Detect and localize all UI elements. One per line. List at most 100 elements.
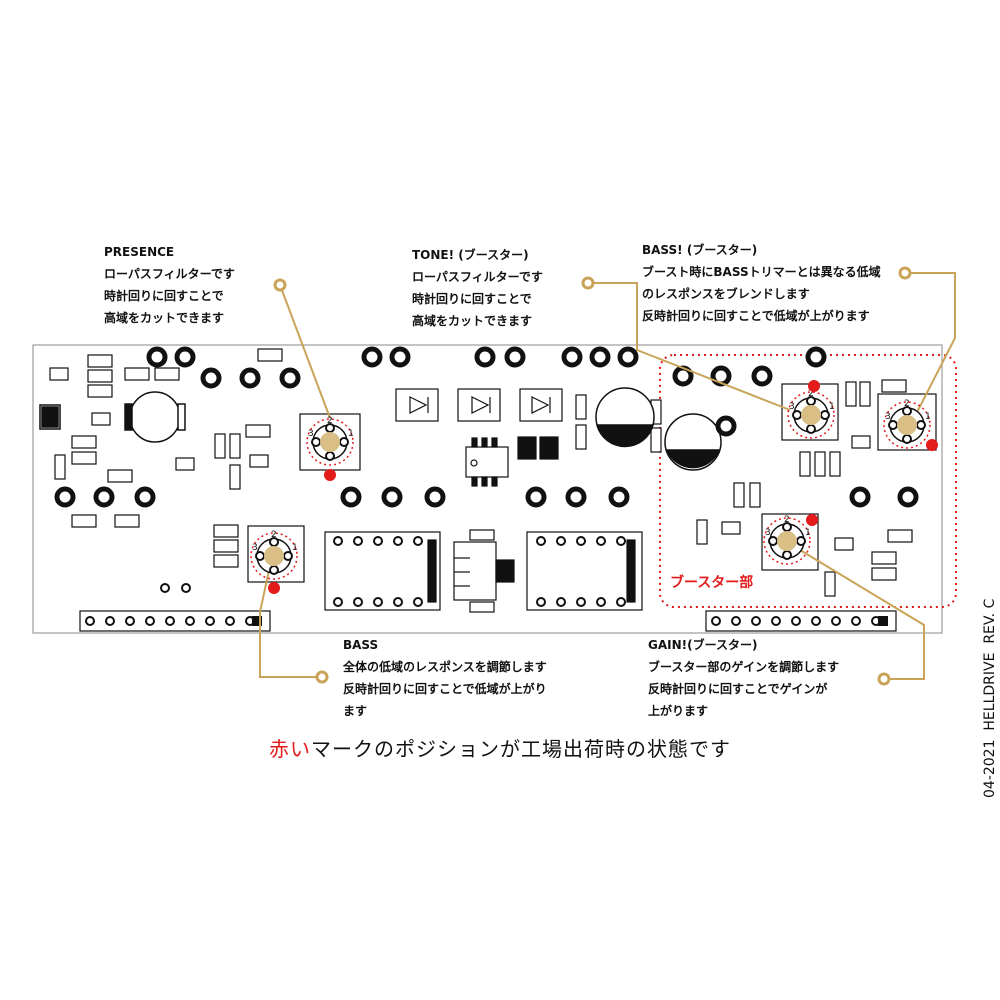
relay-pin (596, 597, 606, 607)
bass-annotation: BASS 全体の低域のレスポンスを調節します 反時計回りに回すことで低域が上がり… (343, 634, 547, 722)
header-pin-square (878, 616, 888, 626)
gain-line-2: 反時計回りに回すことでゲインが (648, 682, 828, 696)
header-pin (811, 616, 821, 626)
bass-line-1: 全体の低域のレスポンスを調節します (343, 660, 547, 674)
relay-pin (576, 597, 586, 607)
header-pin (751, 616, 761, 626)
electrolytic-capacitors (39, 387, 722, 471)
through-hole-pads (54, 346, 919, 626)
bass-booster-annotation: BASS! (ブースター) ブースト時にBASSトリマーとは異なる低域 のレスポ… (642, 239, 881, 327)
through-hole-pad (474, 346, 496, 368)
gain-trimmer-wiper (777, 531, 797, 551)
presence-annotation: PRESENCE ローパスフィルターです 時計回りに回すことで 高域をカットでき… (104, 241, 235, 329)
header-pin (831, 616, 841, 626)
presence-leader (279, 284, 331, 419)
presence-trimmer-range (306, 418, 354, 466)
relay-pin (536, 597, 546, 607)
through-hole-pad (93, 486, 115, 508)
diodes (395, 388, 563, 422)
bass-trimmer-wiper (264, 546, 284, 566)
booster-bass-blend-trimmer-range (883, 401, 931, 449)
factory-position-note: 赤いマークのポジションが工場出荷時の状態です (0, 733, 1000, 762)
trimmer-number: 3 (885, 412, 891, 422)
trimmer-number: 2 (904, 399, 910, 409)
through-hole-pad (200, 367, 222, 389)
through-hole-pad (715, 415, 737, 437)
header-pin (85, 616, 95, 626)
relay-pin (616, 597, 626, 607)
header-pin (225, 616, 235, 626)
through-hole-pad (381, 486, 403, 508)
smd-components (54, 348, 913, 597)
header-pin (165, 616, 175, 626)
relay-pin (393, 536, 403, 546)
trimmer-number: 1 (348, 429, 354, 439)
header-pin (731, 616, 741, 626)
relay-pin (373, 597, 383, 607)
tone-title: TONE! (ブースター) (412, 248, 529, 262)
trimmer-pin (283, 551, 293, 561)
through-hole-pad (340, 486, 362, 508)
tone-leader (588, 282, 791, 411)
slide-switch (453, 529, 515, 613)
through-hole-pad (565, 486, 587, 508)
through-hole-pad (608, 486, 630, 508)
tone-line-2: 時計回りに回すことで (412, 292, 532, 306)
bass-booster-trimmer-range (787, 391, 835, 439)
trimmer-number: 1 (292, 543, 298, 553)
relay-pin (556, 597, 566, 607)
relay-pin (596, 536, 606, 546)
trimmer-number: 2 (327, 416, 333, 426)
trimmer-pin (325, 451, 335, 461)
through-hole-pad (849, 486, 871, 508)
opamp-ic (465, 436, 559, 487)
trimmer-pin (792, 410, 802, 420)
through-hole-pad (424, 486, 446, 508)
trimmer-number: 1 (829, 402, 835, 412)
through-hole-pad (134, 486, 156, 508)
bass-booster-leader (905, 272, 956, 423)
through-hole-pad (897, 486, 919, 508)
footer-text: マークのポジションが工場出荷時の状態です (311, 737, 731, 761)
bass-booster-trimmer-wiper (801, 405, 821, 425)
gain-line-1: ブースター部のゲインを調節します (648, 660, 840, 674)
trimmer-number: 2 (271, 530, 277, 540)
trimmer-pin (888, 420, 898, 430)
bass-booster-line-1: ブースト時にBASSトリマーとは異なる低域 (642, 265, 881, 279)
through-hole-pad (561, 346, 583, 368)
trimmer-pin (269, 565, 279, 575)
presence-title: PRESENCE (104, 245, 175, 259)
gain-annotation: GAIN!(ブースター) ブースター部のゲインを調節します 反時計回りに回すこと… (648, 634, 839, 722)
trimmer-pin (768, 536, 778, 546)
trimmer-number: 2 (784, 515, 790, 525)
trimmer-number: 3 (789, 402, 795, 412)
through-hole-pad (589, 346, 611, 368)
tone-line-1: ローパスフィルターです (412, 270, 543, 284)
bass-leader (259, 565, 322, 678)
relay-pin (393, 597, 403, 607)
relay-pin (536, 536, 546, 546)
trimmer-pin (311, 437, 321, 447)
via-pad (160, 583, 170, 593)
bass-booster-title: BASS! (ブースター) (642, 243, 758, 257)
through-hole-pad (361, 346, 383, 368)
bass-booster-line-3: 反時計回りに回すことで低域が上がります (642, 309, 870, 323)
trimmer-pin (806, 424, 816, 434)
through-hole-pad (279, 367, 301, 389)
transistors (49, 367, 871, 551)
trimmer-pin (902, 434, 912, 444)
header-pin (145, 616, 155, 626)
gain-title: GAIN!(ブースター) (648, 638, 758, 652)
presence-leader-end (273, 278, 287, 292)
presence-trimmer-factory-marker (324, 469, 336, 481)
through-hole-pad (146, 346, 168, 368)
bass-trimmer-factory-marker (268, 582, 280, 594)
relay-pin (413, 597, 423, 607)
trimmer-number: 2 (808, 389, 814, 399)
booster-bass-blend-trimmer-wiper (897, 415, 917, 435)
through-hole-pad (54, 486, 76, 508)
trimmer-pin (339, 437, 349, 447)
through-hole-pad (805, 346, 827, 368)
bass-trimmer-range (250, 532, 298, 580)
presence-line-3: 高域をカットできます (104, 311, 225, 325)
